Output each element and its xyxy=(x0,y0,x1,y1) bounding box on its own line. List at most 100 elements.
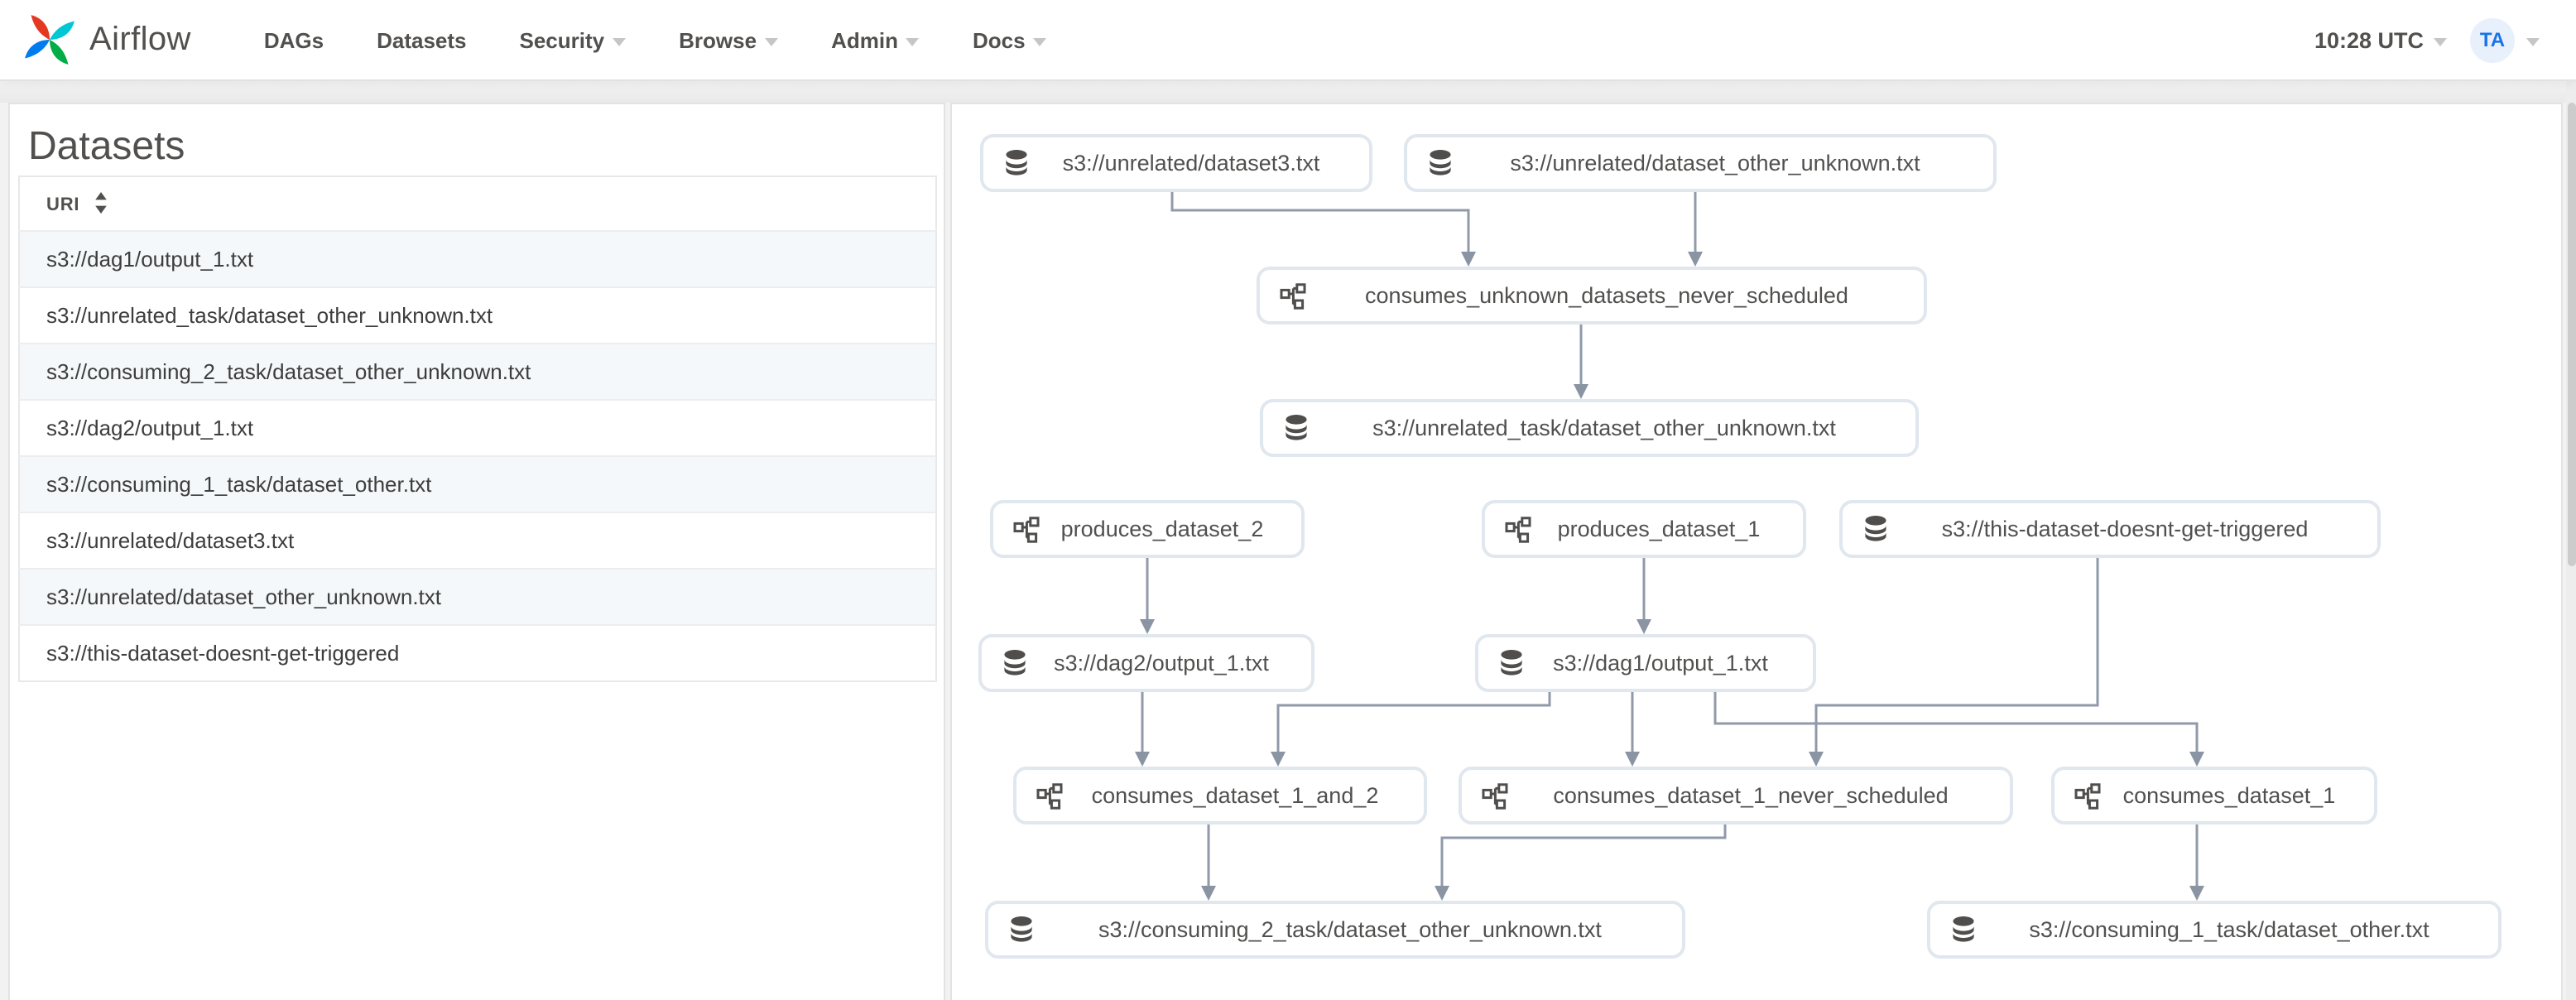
column-header-uri[interactable]: URI xyxy=(19,176,936,231)
dataset-uri-cell[interactable]: s3://unrelated_task/dataset_other_unknow… xyxy=(19,286,936,344)
dag-icon xyxy=(2074,782,2101,809)
table-row: s3://dag2/output_1.txt xyxy=(19,399,936,456)
clock-label: 10:28 UTC xyxy=(2314,27,2424,52)
graph-node-label: s3://dag2/output_1.txt xyxy=(1054,651,1269,675)
graph-node-label: s3://unrelated/dataset3.txt xyxy=(1062,151,1320,175)
database-icon xyxy=(1427,149,1454,177)
dataset-uri-cell[interactable]: s3://dag1/output_1.txt xyxy=(19,230,936,287)
user-menu[interactable]: TA xyxy=(2470,17,2540,62)
scrollbar-thumb[interactable] xyxy=(2567,103,2575,566)
graph-edge xyxy=(1201,825,1216,901)
graph-node-dataset[interactable]: s3://unrelated/dataset3.txt xyxy=(980,134,1372,192)
dag-icon xyxy=(1013,516,1040,542)
graph-edge xyxy=(1636,558,1651,634)
nav-item-browse[interactable]: Browse xyxy=(652,0,805,79)
database-icon xyxy=(1862,515,1889,543)
nav-item-label: Admin xyxy=(831,27,898,52)
graph-edge xyxy=(1809,558,2099,767)
database-icon xyxy=(1286,415,1307,440)
database-icon xyxy=(1006,150,1027,175)
table-row: s3://consuming_1_task/dataset_other.txt xyxy=(19,455,936,512)
clock-menu[interactable]: 10:28 UTC xyxy=(2314,27,2447,52)
dag-icon xyxy=(1505,516,1531,542)
database-icon xyxy=(1950,916,1977,944)
brand-title: Airflow xyxy=(89,21,191,57)
dataset-uri-cell[interactable]: s3://this-dataset-doesnt-get-triggered xyxy=(19,624,936,681)
dataset-uri-cell[interactable]: s3://dag2/output_1.txt xyxy=(19,399,936,456)
nav-item-security[interactable]: Security xyxy=(493,0,653,79)
brand[interactable]: Airflow xyxy=(0,12,191,68)
chevron-down-icon xyxy=(765,37,779,46)
graph-node-dataset[interactable]: s3://unrelated_task/dataset_other_unknow… xyxy=(1260,399,1919,457)
avatar-initials: TA xyxy=(2479,28,2506,51)
graph-node-dag[interactable]: consumes_dataset_1 xyxy=(2051,767,2377,825)
graph-node-dataset[interactable]: s3://dag1/output_1.txt xyxy=(1475,634,1816,692)
dependency-graph-panel: s3://unrelated/dataset3.txt s3://unrelate… xyxy=(950,103,2563,1000)
graph-node-dataset[interactable]: s3://this-dataset-doesnt-get-triggered xyxy=(1839,500,2381,558)
graph-node-dag[interactable]: produces_dataset_1 xyxy=(1482,500,1806,558)
graph-node-dataset[interactable]: s3://dag2/output_1.txt xyxy=(978,634,1314,692)
chevron-down-icon xyxy=(2434,37,2447,46)
graph-edge xyxy=(1625,692,1640,767)
graph-edge xyxy=(1135,692,1150,767)
graph-edge xyxy=(1271,692,1551,767)
nav-item-docs[interactable]: Docs xyxy=(946,0,1074,79)
dataset-uri-cell[interactable]: s3://unrelated/dataset3.txt xyxy=(19,512,936,569)
dag-icon xyxy=(1505,516,1531,542)
graph-node-dag[interactable]: consumes_dataset_1_and_2 xyxy=(1013,767,1427,825)
dag-icon xyxy=(1482,782,1508,809)
database-icon xyxy=(1283,414,1310,442)
graph-node-dataset[interactable]: s3://consuming_1_task/dataset_other.txt xyxy=(1927,901,2502,959)
graph-node-label: produces_dataset_2 xyxy=(1060,517,1264,541)
graph-node-dag[interactable]: produces_dataset_2 xyxy=(990,500,1305,558)
database-icon xyxy=(1004,650,1026,675)
graph-node-label: s3://unrelated/dataset_other_unknown.txt xyxy=(1510,151,1920,175)
graph-node-dag[interactable]: consumes_dataset_1_never_scheduled xyxy=(1459,767,2013,825)
graph-edge xyxy=(1688,192,1703,267)
graph-node-label: consumes_dataset_1_never_scheduled xyxy=(1553,783,1949,808)
graph-edge xyxy=(2189,825,2204,901)
nav-item-admin[interactable]: Admin xyxy=(805,0,946,79)
navbar-shadow-strip xyxy=(0,79,2576,103)
graph-node-label: consumes_dataset_1_and_2 xyxy=(1091,783,1379,808)
graph-edge xyxy=(1140,558,1155,634)
column-header-uri-label: URI xyxy=(46,195,80,215)
dag-icon xyxy=(1036,782,1063,809)
navbar-right: 10:28 UTC TA xyxy=(2314,17,2576,62)
graph-node-dag[interactable]: consumes_unknown_datasets_never_schedule… xyxy=(1257,267,1927,325)
dag-icon xyxy=(2074,782,2101,809)
dag-icon xyxy=(1013,516,1040,542)
nav-item-datasets[interactable]: Datasets xyxy=(350,0,493,79)
nav-item-dags[interactable]: DAGs xyxy=(238,0,350,79)
table-row: s3://unrelated_task/dataset_other_unknow… xyxy=(19,286,936,344)
dataset-uri-cell[interactable]: s3://consuming_1_task/dataset_other.txt xyxy=(19,455,936,512)
dependency-graph: s3://unrelated/dataset3.txt s3://unrelate… xyxy=(952,104,2561,998)
chevron-down-icon xyxy=(906,37,920,46)
graph-node-label: consumes_dataset_1 xyxy=(2122,783,2336,808)
chevron-down-icon xyxy=(2526,37,2540,46)
dag-icon xyxy=(1280,282,1306,309)
sort-icon xyxy=(94,192,107,214)
nav-item-label: Security xyxy=(519,27,605,52)
dataset-uri-cell[interactable]: s3://unrelated/dataset_other_unknown.txt xyxy=(19,568,936,625)
nav-menu: DAGs Datasets Security Browse Admin Docs xyxy=(238,0,1074,79)
table-row: s3://consuming_2_task/dataset_other_unkn… xyxy=(19,343,936,400)
table-row: s3://unrelated/dataset_other_unknown.txt xyxy=(19,568,936,625)
chevron-down-icon xyxy=(1033,37,1047,46)
dataset-uri-cell[interactable]: s3://consuming_2_task/dataset_other_unkn… xyxy=(19,343,936,400)
database-icon xyxy=(1498,649,1525,677)
airflow-logo-icon xyxy=(25,15,74,65)
database-icon xyxy=(1011,916,1032,942)
database-icon xyxy=(1501,650,1522,675)
nav-item-label: Docs xyxy=(972,27,1026,52)
table-row: s3://dag1/output_1.txt xyxy=(19,230,936,287)
database-icon xyxy=(1008,916,1035,944)
scrollbar[interactable] xyxy=(2566,79,2576,1000)
dag-icon xyxy=(1482,782,1508,809)
graph-node-dataset[interactable]: s3://consuming_2_task/dataset_other_unkn… xyxy=(985,901,1685,959)
graph-node-dataset[interactable]: s3://unrelated/dataset_other_unknown.txt xyxy=(1404,134,1997,192)
nav-item-label: DAGs xyxy=(263,27,324,52)
